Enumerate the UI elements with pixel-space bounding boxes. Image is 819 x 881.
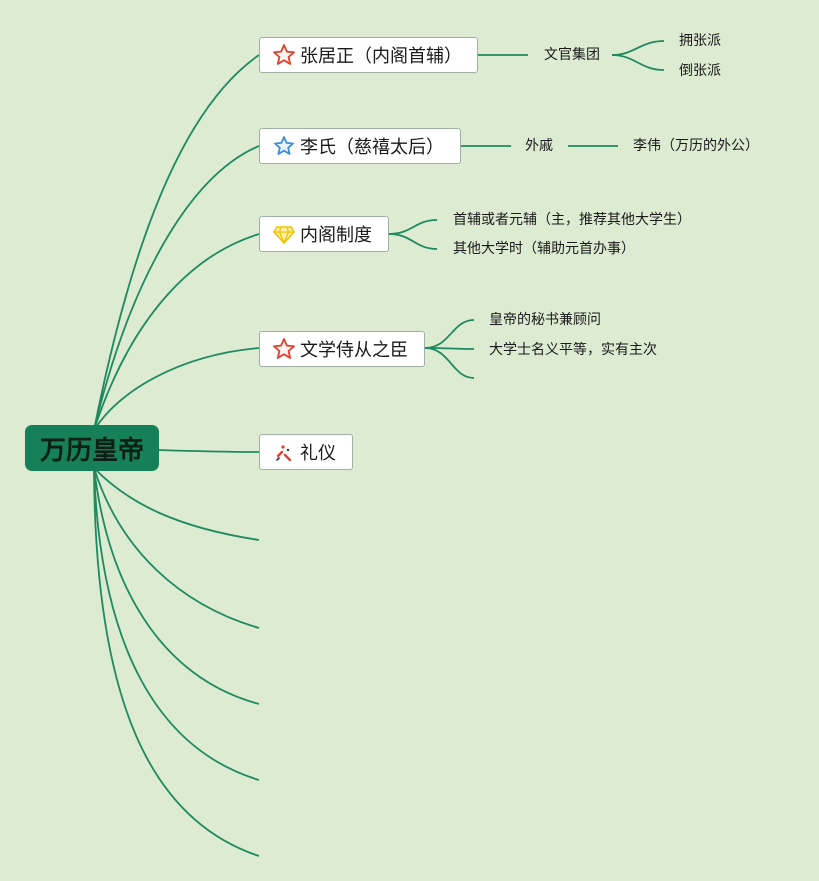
topic-label: 内阁制度 xyxy=(300,225,372,246)
topic-etiquette[interactable]: 礼仪 xyxy=(259,434,353,470)
subtopic-nominal-equality[interactable]: 大学士名义平等，实有主次 xyxy=(489,342,657,358)
edge-root-literati xyxy=(93,347,260,431)
topic-cabinet-system[interactable]: 内阁制度 xyxy=(259,216,389,252)
edge-root-empty-1 xyxy=(93,467,260,541)
edge-literati-sub-1 xyxy=(424,319,475,349)
topic-zhang-juzheng[interactable]: 张居正（内阁首辅） xyxy=(259,37,478,73)
topic-label: 李氏（慈禧太后） xyxy=(300,137,444,158)
subtopic-chief-grand-secretary[interactable]: 首辅或者元辅（主，推荐其他大学生） xyxy=(453,212,691,228)
edge-group-anti xyxy=(611,54,665,71)
subtopic-civil-officials[interactable]: 文官集团 xyxy=(544,47,600,63)
edge-cabinet-sub-1 xyxy=(388,219,438,235)
edge-root-li xyxy=(93,145,260,431)
topic-li-shi[interactable]: 李氏（慈禧太后） xyxy=(259,128,461,164)
subtopic-other-grand-secretaries[interactable]: 其他大学时（辅助元首办事） xyxy=(453,241,635,257)
edge-root-empty-4 xyxy=(93,467,260,781)
subtopic-emperor-secretary[interactable]: 皇帝的秘书兼顾问 xyxy=(489,312,601,328)
edge-group-pro xyxy=(611,40,665,56)
edge-root-etiquette xyxy=(157,449,260,453)
edge-root-empty-3 xyxy=(93,467,260,705)
subtopic-anti-zhang[interactable]: 倒张派 xyxy=(679,63,721,79)
edge-root-zhang xyxy=(93,54,260,431)
gem-icon xyxy=(272,222,296,246)
edge-root-cabinet xyxy=(93,233,260,431)
root-topic[interactable]: 万历皇帝 xyxy=(25,425,159,471)
edge-root-empty-2 xyxy=(93,467,260,629)
blue-star-icon xyxy=(272,134,296,158)
topic-literary-attendants[interactable]: 文学侍从之臣 xyxy=(259,331,425,367)
edge-root-empty-5 xyxy=(93,467,260,857)
subtopic-relatives[interactable]: 外戚 xyxy=(525,138,553,154)
topic-label: 张居正（内阁首辅） xyxy=(300,46,462,67)
topic-label: 礼仪 xyxy=(300,443,336,464)
edge-cabinet-sub-2 xyxy=(388,233,438,250)
edge-literati-sub-3 xyxy=(424,347,475,379)
subtopic-pro-zhang[interactable]: 拥张派 xyxy=(679,33,721,49)
ribbon-icon xyxy=(272,440,296,464)
topic-label: 文学侍从之臣 xyxy=(300,340,408,361)
red-star-icon xyxy=(272,43,296,67)
subtopic-li-wei[interactable]: 李伟（万历的外公） xyxy=(633,138,759,154)
red-star-icon xyxy=(272,337,296,361)
